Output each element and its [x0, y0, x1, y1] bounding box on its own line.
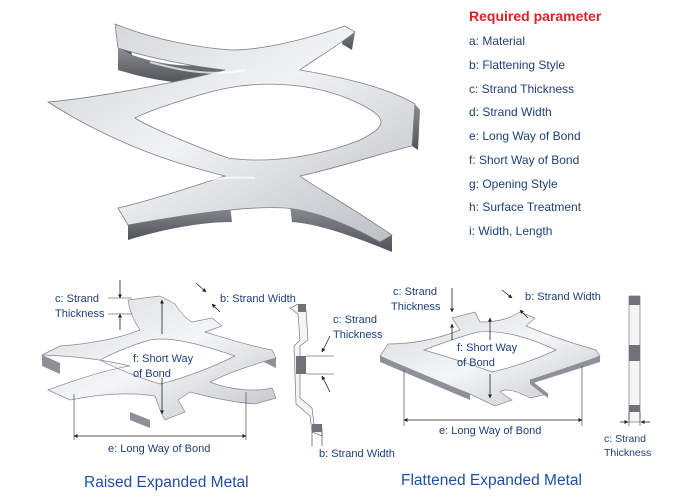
flattened-mesh-surface	[379, 311, 601, 407]
parameters-title: Required parameter	[469, 8, 602, 24]
raised-thickness-label: c: Strand	[55, 293, 99, 305]
flattened-section-thickness-label-2: Thickness	[604, 447, 651, 459]
flattened-short-way-label-2: of Bond	[457, 357, 495, 369]
raised-section-thickness-label: c: Strand	[333, 314, 377, 326]
parameter-item: a: Material	[469, 34, 525, 48]
raised-thickness-label-2: Thickness	[55, 308, 105, 320]
parameter-item: f: Short Way of Bond	[469, 153, 579, 167]
raised-short-way-label: f: Short Way	[133, 353, 194, 365]
raised-section-width-label: b: Strand Width	[319, 448, 395, 460]
flattened-cross-section	[628, 295, 641, 423]
parameter-item: c: Strand Thickness	[469, 82, 574, 96]
parameter-item: b: Flattening Style	[469, 58, 565, 72]
flattened-long-way-label: e: Long Way of Bond	[439, 425, 541, 437]
raised-mesh-illustration	[41, 295, 277, 428]
large-mesh-top-surface	[46, 23, 416, 243]
flattened-caption: Flattened Expanded Metal	[401, 472, 582, 489]
flattened-section-thickness-label: c: Strand	[604, 433, 646, 445]
flattened-strand-width-label: b: Strand Width	[525, 291, 601, 303]
parameter-item: e: Long Way of Bond	[469, 129, 581, 143]
flattened-thickness-label: c: Strand	[393, 286, 437, 298]
flattened-mesh-illustration	[379, 311, 601, 407]
large-mesh-side-faces	[115, 24, 420, 252]
raised-long-way-label: e: Long Way of Bond	[108, 443, 210, 455]
large-mesh-illustration	[46, 23, 420, 252]
raised-section-thickness-label-2: Thickness	[333, 329, 383, 341]
parameter-item: d: Strand Width	[469, 105, 552, 119]
parameter-item: h: Surface Treatment	[469, 200, 582, 214]
flattened-short-way-label: f: Short Way	[457, 342, 518, 354]
flattened-expanded-metal: c: Strand Thickness b: Strand Width f: S…	[379, 286, 651, 489]
parameter-item: i: Width, Length	[469, 224, 552, 238]
required-parameters-panel: Required parameter a: Material b: Flatte…	[469, 8, 602, 238]
raised-expanded-metal: c: Strand Thickness b: Strand Width f: S…	[41, 280, 395, 491]
raised-short-way-label-2: of Bond	[133, 368, 171, 380]
raised-cross-section	[289, 303, 323, 437]
raised-mesh-surface	[41, 295, 277, 421]
raised-caption: Raised Expanded Metal	[84, 474, 249, 491]
flattened-thickness-label-2: Thickness	[391, 301, 441, 313]
raised-strand-width-label: b: Strand Width	[220, 293, 296, 305]
parameter-item: g: Opening Style	[469, 177, 558, 191]
